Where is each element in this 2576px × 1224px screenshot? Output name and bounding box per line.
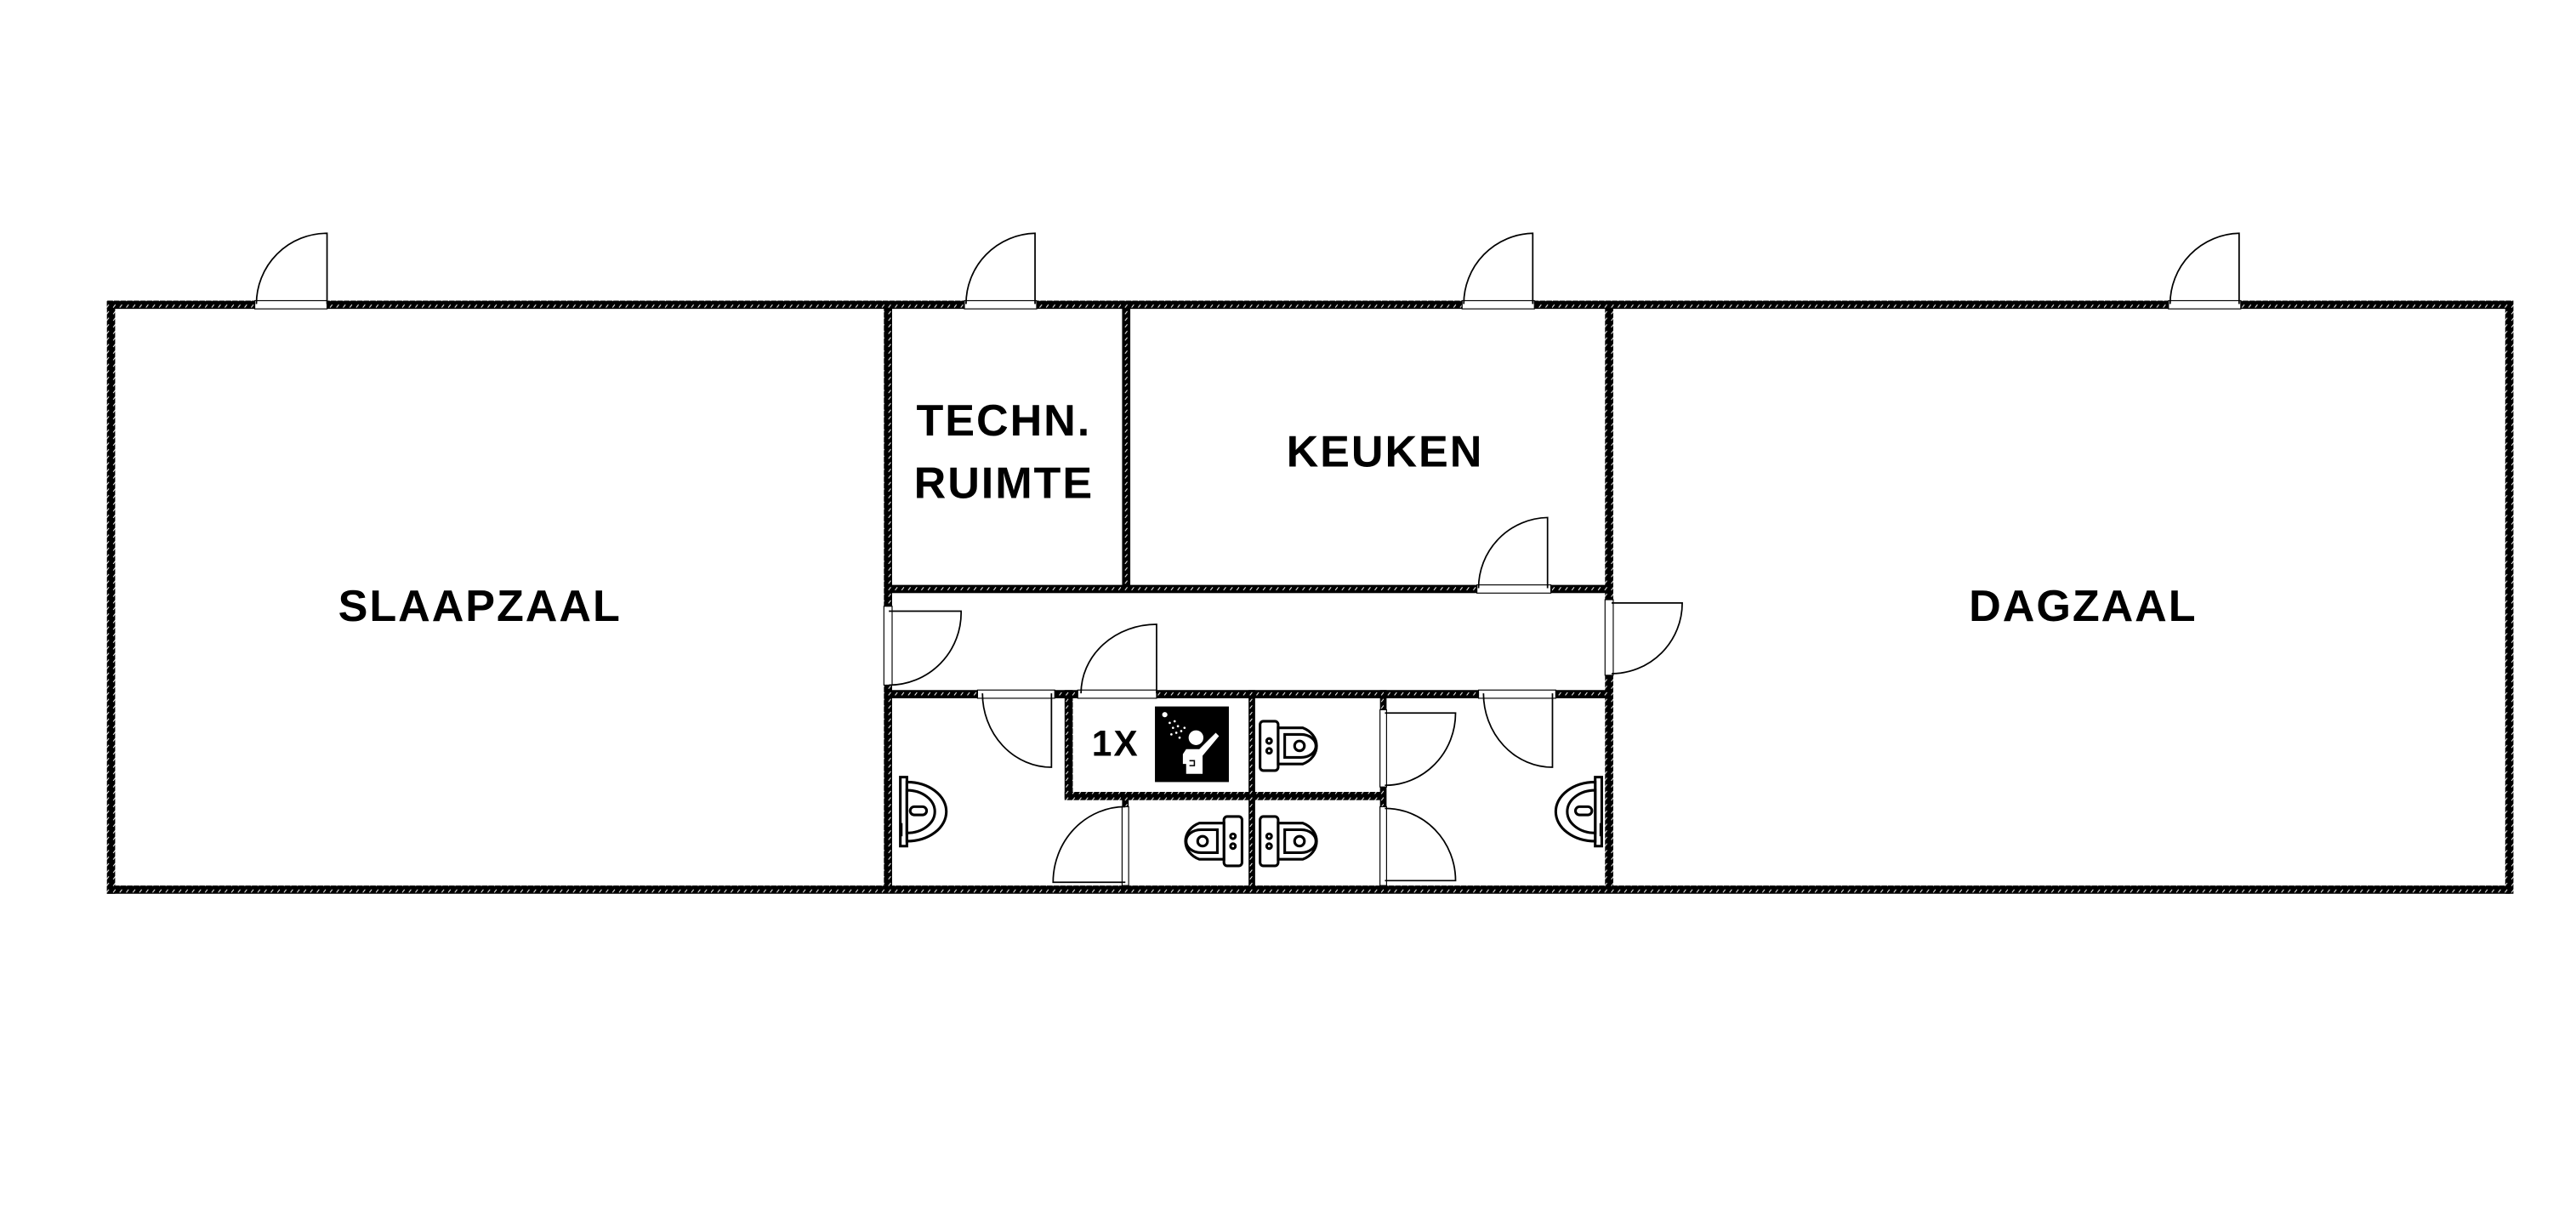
room-label-dagzaal: DAGZAAL [1969, 582, 2197, 631]
door-slaapzaal-exterior[interactable] [253, 232, 328, 310]
door-dagzaal-exterior[interactable] [2168, 232, 2242, 310]
outer-wall-left [106, 300, 116, 894]
door-slaapzaal-corridor[interactable] [883, 606, 962, 686]
outer-wall-right [2505, 300, 2514, 894]
room-label-slaapzaal: SLAAPZAAL [338, 582, 622, 631]
wall-toilets-east [1379, 690, 1387, 891]
toilet-icon [1184, 815, 1243, 868]
wall-slaapzaal-east [884, 304, 892, 891]
wall-techn-keuken [1122, 304, 1131, 589]
door-shower[interactable] [1077, 623, 1157, 699]
room-label-techn-line2: RUIMTE [914, 458, 1094, 508]
sink-icon [1554, 776, 1603, 848]
door-keuken-corridor[interactable] [1476, 516, 1552, 594]
wall-dagzaal-west [1605, 304, 1613, 891]
wall-corridor-south [887, 690, 1609, 698]
room-label-techn-line1: TECHN. [917, 396, 1092, 446]
toilet-icon [1259, 815, 1318, 868]
outer-wall-bottom [106, 885, 2511, 894]
door-toilet-bottom-right[interactable] [1379, 806, 1457, 886]
sink-icon [899, 776, 948, 848]
shower-icon [1155, 706, 1229, 783]
toilet-icon [1259, 720, 1318, 772]
door-left-washroom[interactable] [976, 689, 1055, 768]
wall-shower-south [1064, 792, 1384, 800]
wall-toilets-mid [1248, 690, 1255, 891]
outer-wall-top [106, 300, 2511, 310]
door-right-washroom[interactable] [1477, 689, 1556, 768]
wall-corridor-north [887, 584, 1609, 594]
door-dagzaal-corridor[interactable] [1604, 599, 1683, 676]
door-techn-exterior[interactable] [964, 232, 1038, 310]
room-label-keuken: KEUKEN [1287, 428, 1484, 477]
door-toilet-top-right[interactable] [1379, 709, 1457, 788]
shower-count-label: 1X [1092, 725, 1140, 765]
door-keuken-exterior[interactable] [1461, 232, 1535, 310]
door-toilet-bottom-left[interactable] [1052, 806, 1129, 886]
wall-shower-west [1064, 690, 1073, 799]
